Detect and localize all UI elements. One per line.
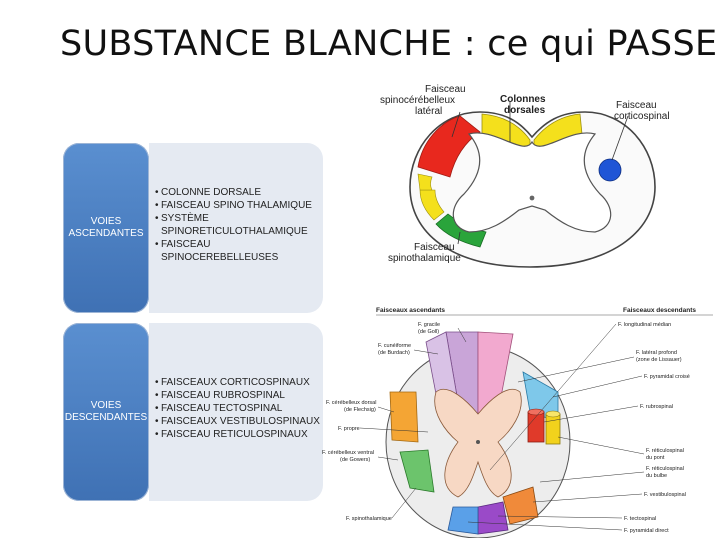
label-spinothalamique: Faisceau spinothalamique (388, 242, 461, 264)
left-label-spinothalamique: F. spinothalamique (346, 516, 392, 522)
descending-item: FAISCEAU RETICULOSPINAUX (155, 428, 320, 441)
right-label-pyramidal-direct: F. pyramidal direct (624, 528, 669, 534)
tectospinal (477, 501, 509, 535)
ascending-item-continued: SPINORETICULOTHALAMIQUE (161, 226, 308, 237)
vestibulospinal (502, 486, 539, 525)
ascending-item: FAISCEAU SPINO THALAMIQUE (155, 199, 312, 212)
descending-label-box: VOIES DESCENDANTES (63, 323, 149, 501)
ascending-item: COLONNE DORSALE (155, 186, 312, 199)
descending-panel: VOIES DESCENDANTES FAISCEAUX CORTICOSPIN… (63, 323, 323, 501)
leader-line (457, 231, 461, 245)
descending-label-line2: DESCENDANTES (64, 412, 148, 423)
right-label-rubrospinal: F. rubrospinal (640, 404, 673, 410)
header-ascending: Faisceaux ascendants (376, 307, 445, 314)
ascending-item: SYSTÈME (155, 212, 312, 225)
grey-matter (452, 132, 612, 233)
pyramidal-direct (447, 506, 479, 535)
left-label-gracile: F. gracile (de Goll) (418, 322, 442, 335)
label-spinocerebelleux: Faisceau spinocérébelleux latéral (380, 84, 468, 117)
label-colonnes-dorsales: Colonnes dorsales (500, 94, 548, 116)
left-label-cuneiforme: F. cunéiforme (de Burdach) (378, 343, 413, 356)
right-label-lateral-profond: F. latéral profond (zone de Lissauer) (636, 350, 682, 363)
ascending-panel: VOIES ASCENDANTES COLONNE DORSALE FAISCE… (63, 143, 323, 313)
lateral-yellow-region (417, 173, 433, 191)
descending-list: FAISCEAUX CORTICOSPINAUX FAISCEAU RUBROS… (155, 376, 320, 441)
ascending-panel-body (149, 143, 323, 313)
descending-label-line1: VOIES (90, 400, 122, 411)
central-canal (529, 195, 535, 201)
label-corticospinal: Faisceau corticospinal (614, 100, 670, 122)
ascending-label-line2: ASCENDANTES (68, 228, 144, 239)
spinocerebelleux-region (417, 115, 481, 178)
lateral-yellow-region (419, 189, 445, 221)
spinal-tracts-detailed-figure: Faisceaux ascendants Faisceaux descendan… (322, 307, 713, 538)
slide-title: SUBSTANCE BLANCHE : ce qui PASSE (60, 24, 718, 64)
leader-line (451, 111, 461, 138)
ascending-label-line1: VOIES (90, 216, 122, 227)
right-label-reticulospinal-bulbe: F. réticulospinal du bulbe (646, 466, 685, 479)
corticospinal-region (598, 158, 622, 182)
right-label-longitudinal-median: F. longitudinal médian (618, 322, 671, 328)
left-label-cerebelleux-dorsal: F. cérébelleux dorsal (de Flechsig) (326, 400, 378, 413)
ascending-label-box: VOIES ASCENDANTES (63, 143, 149, 313)
right-label-vestibulospinal: F. vestibulospinal (644, 492, 686, 498)
left-label-propre: F. propre (338, 426, 360, 432)
spinal-cord-tracts-figure: Faisceau spinocérébelleux latéral Colonn… (380, 84, 670, 268)
reticulospinal-pont (545, 413, 561, 445)
leader-line (611, 115, 629, 161)
right-label-pyramidal-croise: F. pyramidal croisé (644, 374, 690, 380)
ascending-item: FAISCEAU (155, 238, 312, 251)
right-label-reticulospinal-pont: F. réticulospinal du pont (646, 448, 685, 461)
header-descending: Faisceaux descendants (623, 307, 696, 314)
spinocerebellar-dorsal (389, 391, 419, 443)
spinothalamic-tract (399, 449, 435, 493)
leader-lines-bottom (359, 323, 645, 531)
descending-item: FAISCEAUX VESTIBULOSPINAUX (155, 415, 320, 428)
descending-item: FAISCEAU TECTOSPINAL (155, 402, 320, 415)
ascending-list: COLONNE DORSALE FAISCEAU SPINO THALAMIQU… (155, 186, 312, 264)
left-label-cerebelleux-ventral: F. cérébelleux ventral (de Gowers) (322, 450, 376, 463)
descending-item: FAISCEAU RUBROSPINAL (155, 389, 320, 402)
ascending-item-continued: SPINOCEREBELLEUSES (161, 252, 279, 263)
descending-item: FAISCEAUX CORTICOSPINAUX (155, 376, 320, 389)
right-label-tectospinal: F. tectospinal (624, 516, 656, 522)
